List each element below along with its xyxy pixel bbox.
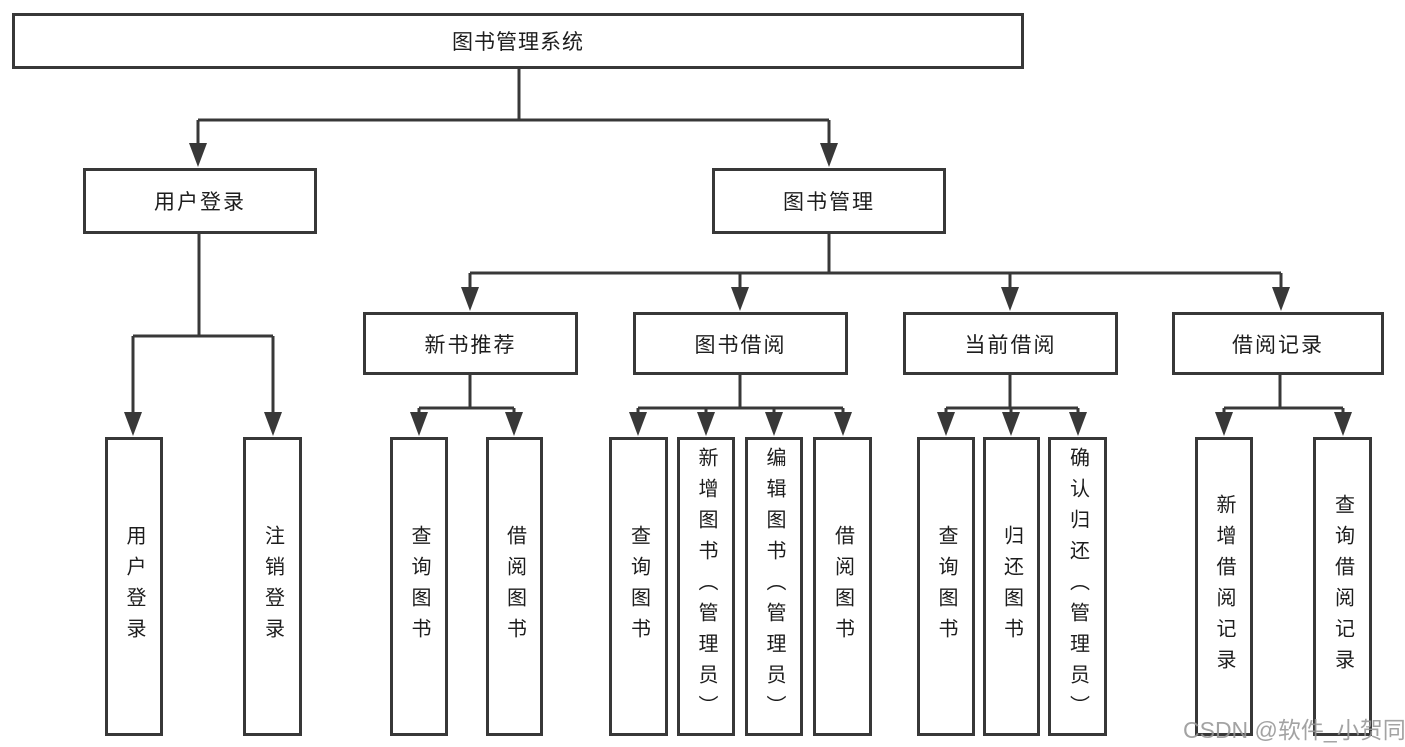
node-label: 查询借阅记录 [1331,493,1354,680]
node-label: 借阅图书 [831,524,854,649]
node-label: 图书管理 [783,191,875,214]
leaf-current-confirm-return-admin: 确认归还（管理员） [1048,437,1107,736]
node-label: 查询图书 [408,524,430,649]
node-new-book-recommend: 新书推荐 [363,312,578,375]
node-label: 新书推荐 [424,333,517,357]
node-label: 用户登录 [154,191,246,214]
leaf-current-query-books: 查询图书 [917,437,975,736]
node-label: 新增借阅记录 [1213,493,1235,680]
node-book-management: 图书管理 [712,168,946,234]
leaf-user-login: 用户登录 [105,437,163,736]
node-label: 借阅图书 [503,524,526,649]
leaf-borrowing-query-books: 查询图书 [609,437,668,736]
node-root-library-system: 图书管理系统 [12,13,1024,69]
leaf-recommend-query-books: 查询图书 [390,437,448,736]
node-label: 查询图书 [627,524,650,649]
node-label: 新增图书（管理员） [695,447,717,726]
leaf-logout: 注销登录 [243,437,302,736]
csdn-watermark: CSDN @软件_小贺同学 [1183,717,1405,743]
node-label: 归还图书 [1000,524,1023,649]
node-label: 图书借阅 [694,333,787,357]
node-user-login: 用户登录 [83,168,317,234]
node-label: 图书管理系统 [452,31,584,54]
connector-lines [131,69,1345,415]
node-label: 借阅记录 [1232,333,1324,357]
node-label: 确认归还（管理员） [1066,447,1089,726]
leaf-records-query-borrow-record: 查询借阅记录 [1313,437,1372,736]
node-label: 用户登录 [123,524,145,649]
node-label: 查询图书 [935,524,957,649]
node-label: 编辑图书（管理员） [763,447,785,726]
node-label: 当前借阅 [964,333,1057,357]
leaf-borrowing-add-books-admin: 新增图书（管理员） [677,437,735,736]
leaf-borrowing-borrow-books: 借阅图书 [813,437,872,736]
leaf-borrowing-edit-books-admin: 编辑图书（管理员） [745,437,803,736]
leaf-current-return-books: 归还图书 [983,437,1040,736]
node-borrowing-records: 借阅记录 [1172,312,1384,375]
node-current-borrowing: 当前借阅 [903,312,1118,375]
leaf-recommend-borrow-books: 借阅图书 [486,437,543,736]
node-book-borrowing: 图书借阅 [633,312,848,375]
leaf-records-add-borrow-record: 新增借阅记录 [1195,437,1253,736]
node-label: 注销登录 [261,524,284,649]
connector-arrowheads [124,143,1352,436]
